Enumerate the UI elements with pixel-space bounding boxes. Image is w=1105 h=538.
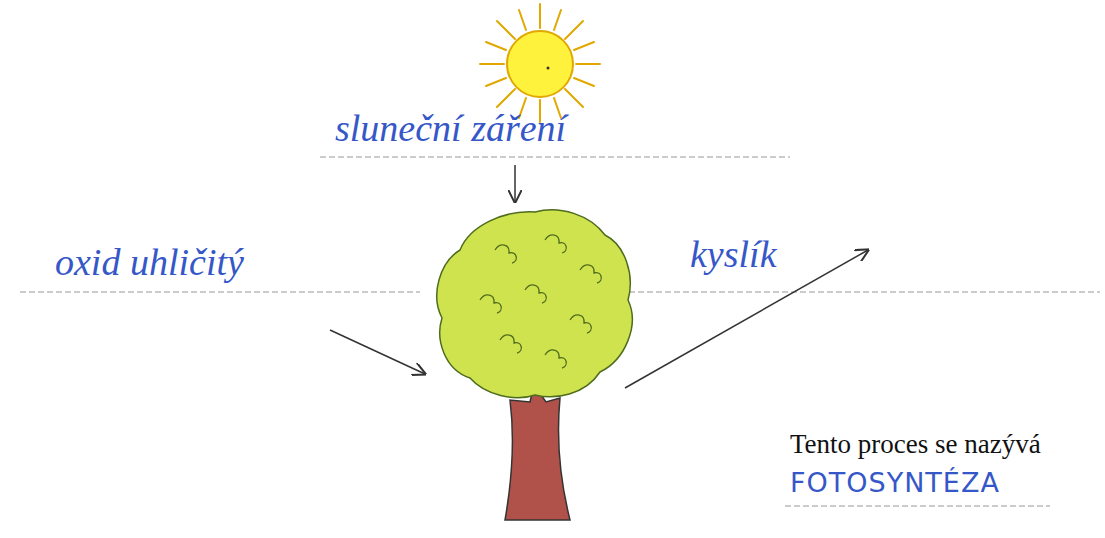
answer-text: FOTOSYNTÉZA <box>790 468 1000 498</box>
arrows <box>330 165 868 388</box>
sun <box>480 4 600 122</box>
tree <box>437 210 632 520</box>
input-label: oxid uhličitý <box>55 242 244 284</box>
output-label: kyslík <box>690 234 777 276</box>
energy-label: sluneční záření <box>335 108 566 150</box>
question-text: Tento proces se nazývá <box>790 430 1041 460</box>
